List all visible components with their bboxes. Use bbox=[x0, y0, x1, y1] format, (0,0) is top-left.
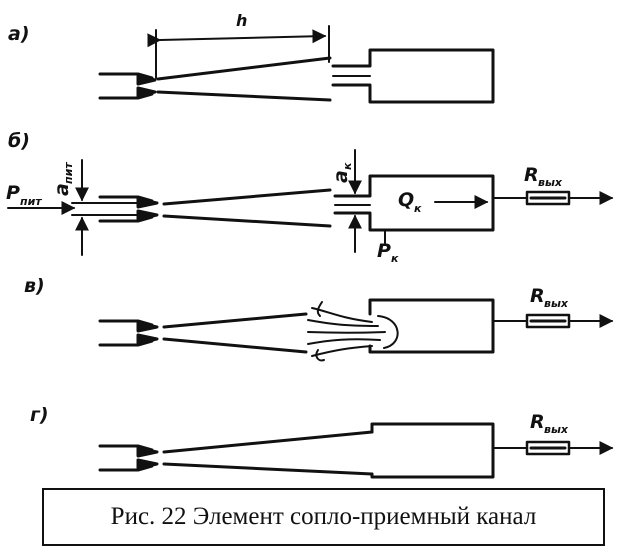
label-r-out-b: R bbox=[524, 164, 539, 186]
panel-v: в) R bbox=[24, 275, 614, 362]
panel-a-letter: а) bbox=[8, 23, 30, 45]
panel-v-jet-upper bbox=[162, 312, 308, 329]
panel-v-turbulent-flow bbox=[307, 301, 399, 362]
label-r-out-g: R bbox=[530, 411, 545, 433]
panel-a: а) h bbox=[8, 11, 495, 104]
figure-caption: Рис. 22 Элемент сопло-приемный канал bbox=[110, 503, 537, 530]
nozzle-receiver-diagram: а) h б) P пит bbox=[6, 11, 614, 479]
label-h: h bbox=[236, 11, 247, 30]
panel-v-jet-lower bbox=[162, 337, 308, 354]
label-a-pit: a bbox=[51, 183, 73, 196]
panel-g-output-resistor bbox=[492, 440, 614, 456]
label-r-out-v: R bbox=[530, 285, 545, 307]
panel-g-jet-lower bbox=[162, 462, 374, 476]
panel-a-nozzle bbox=[98, 72, 157, 100]
label-r-out-g-sub: вых bbox=[544, 423, 569, 436]
a-pit-dimension bbox=[71, 159, 141, 256]
panel-v-letter: в) bbox=[24, 275, 45, 297]
panel-b: б) P пит a пит a к bbox=[6, 130, 614, 265]
label-q-k-sub: к bbox=[414, 202, 422, 215]
label-p-pit-sub: пит bbox=[20, 195, 42, 208]
panel-a-receiver bbox=[331, 48, 495, 104]
label-p-k-sub: к bbox=[391, 252, 399, 265]
label-p-k: P bbox=[377, 240, 391, 262]
panel-g-nozzle bbox=[98, 444, 159, 472]
panel-b-jet-upper bbox=[162, 188, 332, 206]
panel-b-jet-lower bbox=[162, 214, 332, 228]
panel-v-nozzle bbox=[98, 319, 159, 347]
panel-g-receiver bbox=[370, 422, 495, 479]
label-r-out-v-sub: вых bbox=[544, 297, 569, 310]
label-r-out-b-sub: вых bbox=[538, 176, 563, 189]
panel-b-output-resistor bbox=[492, 190, 614, 206]
panel-g-letter: г) bbox=[30, 404, 49, 426]
label-a-k: a bbox=[330, 170, 352, 183]
label-p-pit: P bbox=[6, 182, 20, 204]
panel-g-jet-upper bbox=[162, 430, 374, 454]
caption-box: Рис. 22 Элемент сопло-приемный канал bbox=[42, 488, 605, 546]
panel-a-jet-lower bbox=[156, 90, 332, 102]
panel-a-jet-upper bbox=[156, 56, 332, 81]
panel-b-receiver bbox=[333, 174, 495, 232]
panel-a-dimension-h bbox=[147, 25, 330, 79]
label-a-pit-sub: пит bbox=[62, 162, 75, 184]
panel-g: г) R вых bbox=[30, 404, 614, 479]
label-a-k-sub: к bbox=[341, 162, 354, 170]
panel-b-letter: б) bbox=[8, 130, 30, 152]
label-q-k: Q bbox=[398, 189, 414, 211]
panel-v-output-resistor bbox=[492, 313, 614, 329]
panel-b-nozzle bbox=[98, 195, 159, 223]
panel-v-receiver bbox=[368, 298, 495, 354]
